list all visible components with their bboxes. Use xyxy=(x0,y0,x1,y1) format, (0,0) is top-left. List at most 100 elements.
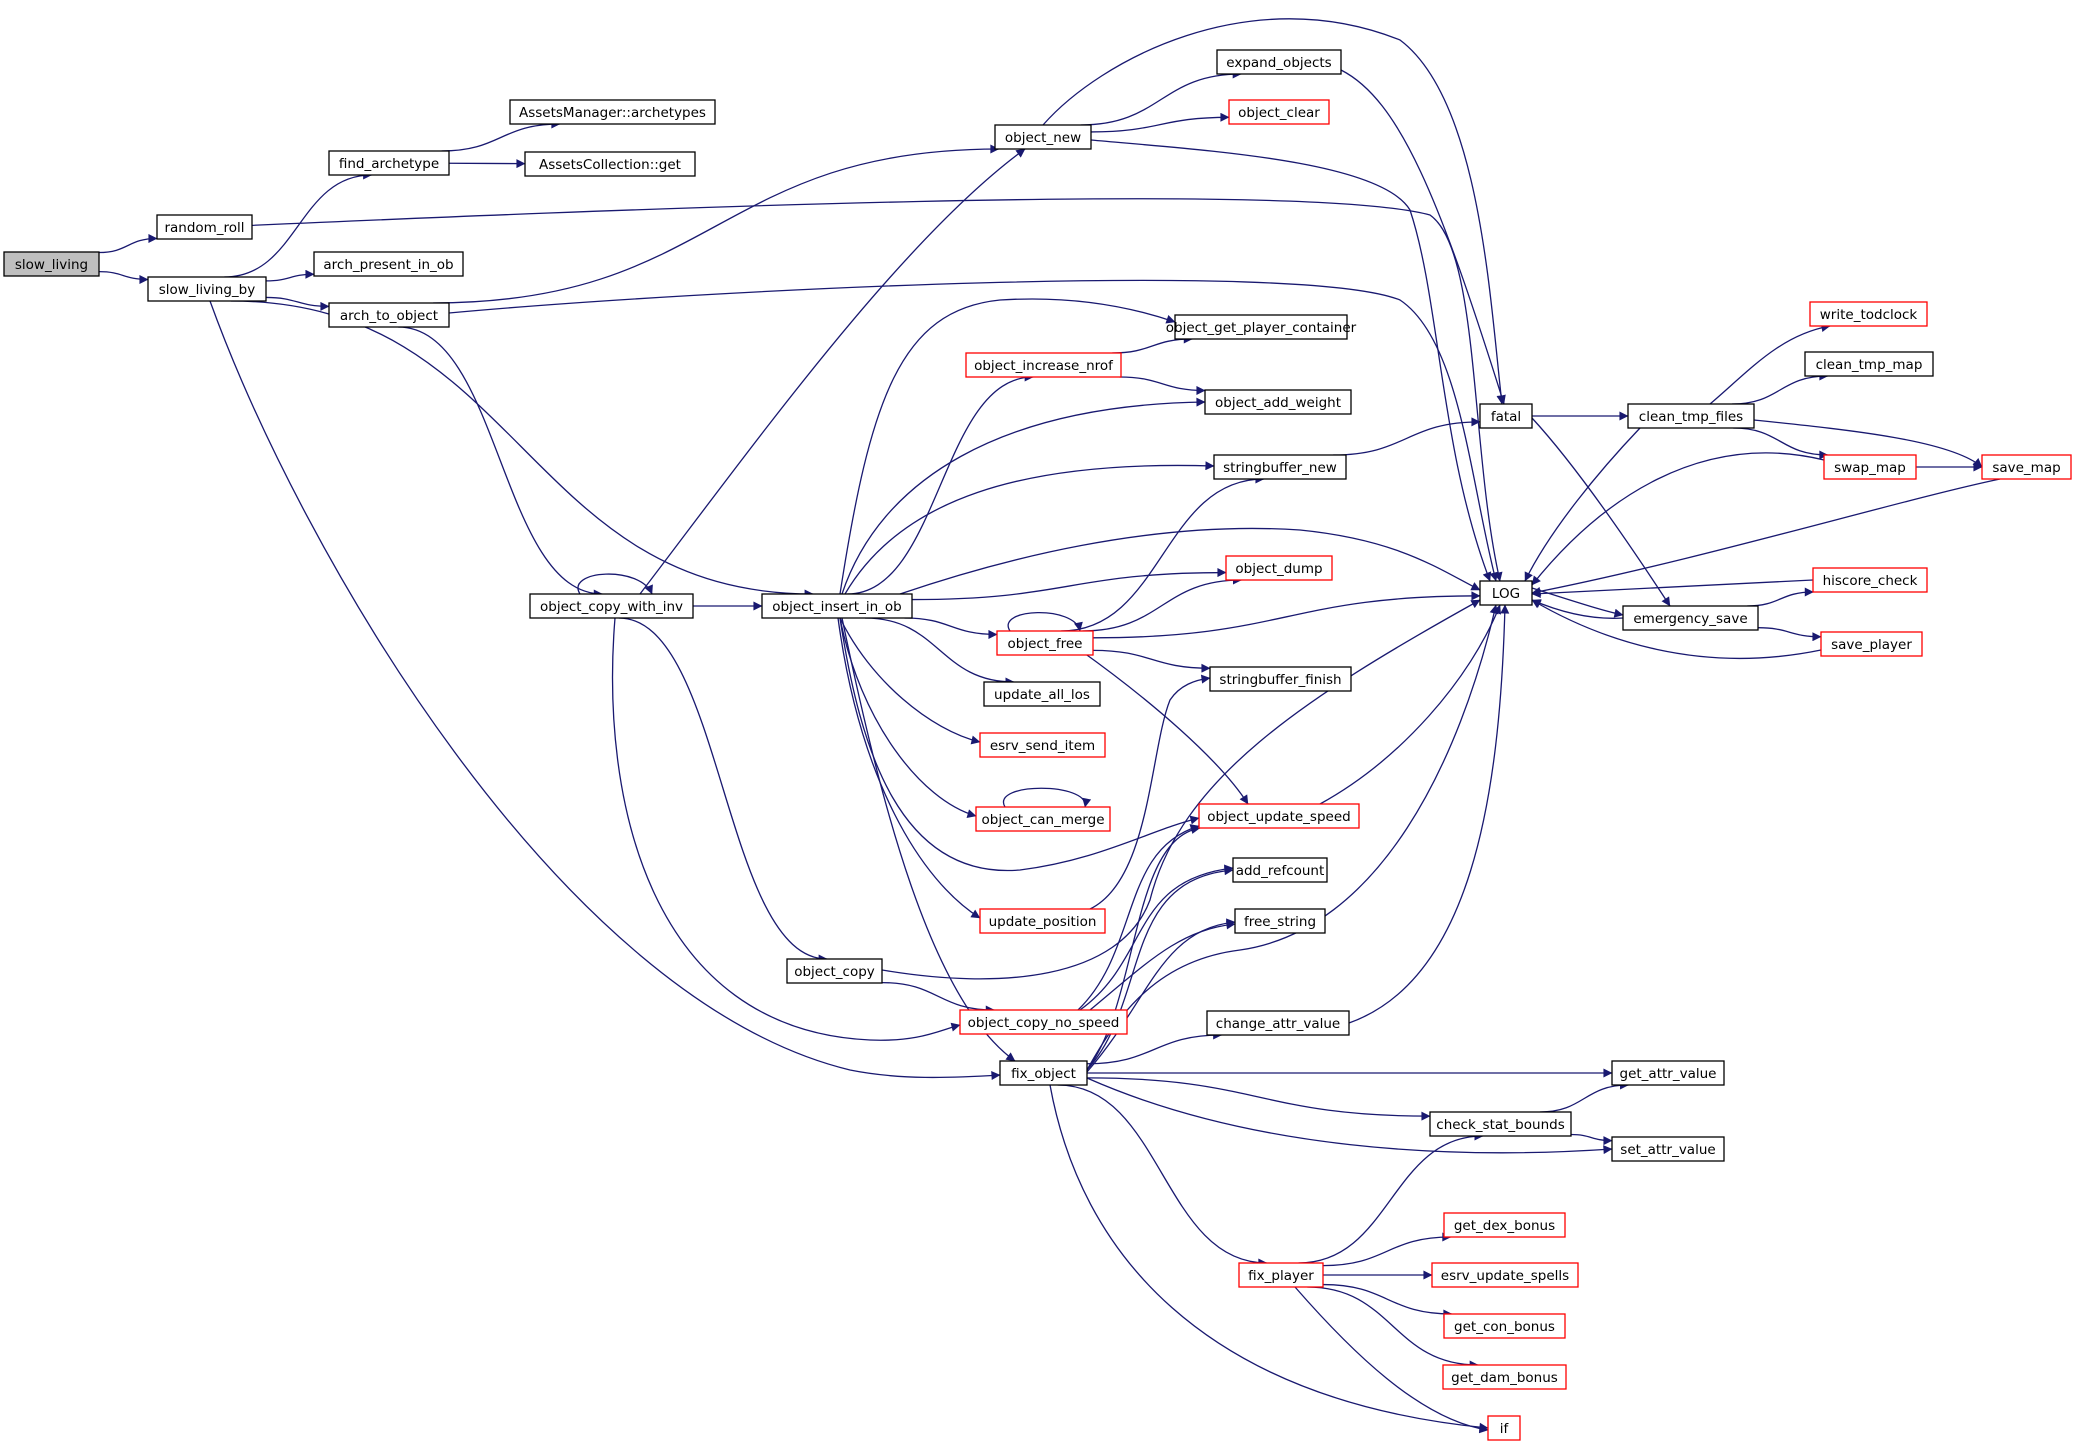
node-box xyxy=(1213,454,1347,480)
edge-arch-to-object-to-LOG xyxy=(448,279,1499,582)
node-box xyxy=(1232,857,1328,883)
node-object-insert-in-ob[interactable]: object_insert_in_ob xyxy=(761,593,913,619)
edge-update-position-to-stringbuffer-finish xyxy=(1089,674,1211,910)
node-assets-get[interactable]: AssetsCollection::get xyxy=(524,151,696,177)
node-stringbuffer-new[interactable]: stringbuffer_new xyxy=(1213,454,1347,480)
node-hiscore-check[interactable]: hiscore_check xyxy=(1812,567,1928,593)
node-slow-living[interactable]: slow_living xyxy=(3,251,100,277)
node-label: free_string xyxy=(1244,914,1316,930)
node-object-get-player-container[interactable]: object_get_player_container xyxy=(1166,314,1357,340)
edge-object-new-to-object-clear xyxy=(1090,112,1230,133)
node-label: object_increase_nrof xyxy=(974,358,1114,374)
edge-fix-player-to-if xyxy=(1294,1286,1489,1434)
node-label: arch_to_object xyxy=(340,308,438,324)
node-LOG[interactable]: LOG xyxy=(1479,580,1533,606)
node-fatal[interactable]: fatal xyxy=(1479,403,1533,429)
edge-fix-object-to-set-attr-value xyxy=(1086,1077,1613,1155)
node-object-update-speed[interactable]: object_update_speed xyxy=(1198,803,1360,829)
node-fix-object[interactable]: fix_object xyxy=(999,1060,1088,1086)
node-change-attr-value[interactable]: change_attr_value xyxy=(1206,1010,1350,1036)
node-box xyxy=(1443,1212,1566,1238)
node-label: check_stat_bounds xyxy=(1436,1117,1564,1133)
node-get-con-bonus[interactable]: get_con_bonus xyxy=(1443,1313,1566,1339)
edge-clean-tmp-files-to-clean-tmp-map xyxy=(1732,371,1829,405)
node-box xyxy=(509,99,716,125)
node-update-all-los[interactable]: update_all_los xyxy=(983,681,1101,707)
node-object-copy-with-inv[interactable]: object_copy_with_inv xyxy=(529,593,694,619)
node-label: find_archetype xyxy=(339,156,439,172)
node-update-position[interactable]: update_position xyxy=(979,908,1106,934)
node-add-refcount[interactable]: add_refcount xyxy=(1232,857,1328,883)
edge-object-copy-with-inv-to-object-new xyxy=(639,148,1026,595)
node-box xyxy=(1627,403,1755,429)
node-box xyxy=(1479,403,1533,429)
edge-object-insert-in-ob-to-object-get-player-container xyxy=(839,298,1176,595)
node-label: emergency_save xyxy=(1633,611,1747,627)
node-find-archetype[interactable]: find_archetype xyxy=(328,150,450,176)
node-save-map[interactable]: save_map xyxy=(1981,454,2072,480)
node-object-free[interactable]: object_free xyxy=(996,630,1094,656)
edge-slow-living-by-to-find-archetype xyxy=(224,170,373,278)
node-esrv-send-item[interactable]: esrv_send_item xyxy=(979,732,1106,758)
node-label: object_copy_no_speed xyxy=(968,1015,1120,1031)
edge-save-map-to-LOG xyxy=(1531,478,2001,596)
node-clean-tmp-files[interactable]: clean_tmp_files xyxy=(1627,403,1755,429)
node-label: if xyxy=(1500,1421,1510,1437)
node-save-player[interactable]: save_player xyxy=(1820,631,1923,657)
node-swap-map[interactable]: swap_map xyxy=(1823,454,1917,480)
node-box xyxy=(1611,1060,1725,1086)
node-object-dump[interactable]: object_dump xyxy=(1225,555,1333,581)
edge-clean-tmp-files-to-save-map xyxy=(1753,419,1983,468)
node-expand-objects[interactable]: expand_objects xyxy=(1216,49,1342,75)
node-get-attr-value[interactable]: get_attr_value xyxy=(1611,1060,1725,1086)
node-free-string[interactable]: free_string xyxy=(1234,908,1326,934)
edge-object-copy-to-LOG xyxy=(881,599,1481,980)
node-clean-tmp-map[interactable]: clean_tmp_map xyxy=(1804,351,1934,377)
edge-object-free-to-stringbuffer-new xyxy=(1061,474,1265,632)
node-label: set_attr_value xyxy=(1620,1142,1715,1158)
node-set-attr-value[interactable]: set_attr_value xyxy=(1611,1136,1725,1162)
node-box xyxy=(1209,666,1352,692)
node-object-increase-nrof[interactable]: object_increase_nrof xyxy=(965,352,1122,378)
node-label: update_all_los xyxy=(994,687,1090,703)
node-random-roll[interactable]: random_roll xyxy=(156,214,253,240)
node-box xyxy=(1487,1415,1521,1441)
node-get-dex-bonus[interactable]: get_dex_bonus xyxy=(1443,1212,1566,1238)
node-check-stat-bounds[interactable]: check_stat_bounds xyxy=(1429,1111,1572,1137)
node-object-copy-no-speed[interactable]: object_copy_no_speed xyxy=(959,1009,1128,1035)
node-object-clear[interactable]: object_clear xyxy=(1228,99,1330,125)
node-box xyxy=(1228,99,1330,125)
edge-expand-objects-to-fatal xyxy=(1340,69,1506,405)
node-emergency-save[interactable]: emergency_save xyxy=(1622,605,1759,631)
node-label: save_map xyxy=(1992,460,2060,476)
node-object-new[interactable]: object_new xyxy=(994,124,1092,150)
node-object-can-merge[interactable]: object_can_merge xyxy=(975,806,1111,832)
node-get-dam-bonus[interactable]: get_dam_bonus xyxy=(1442,1364,1567,1390)
edge-object-copy-no-speed-to-free-string xyxy=(1089,920,1236,1011)
edge-object-new-to-fatal xyxy=(1042,18,1506,405)
node-if[interactable]: if xyxy=(1487,1415,1521,1441)
node-stringbuffer-finish[interactable]: stringbuffer_finish xyxy=(1209,666,1352,692)
edge-clean-tmp-files-to-swap-map xyxy=(1733,427,1829,460)
node-slow-living-by[interactable]: slow_living_by xyxy=(147,276,267,302)
edge-object-copy-to-object-copy-no-speed xyxy=(881,981,995,1015)
node-label: stringbuffer_new xyxy=(1223,460,1337,476)
node-assets-archetypes[interactable]: AssetsManager::archetypes xyxy=(509,99,716,125)
node-object-add-weight[interactable]: object_add_weight xyxy=(1204,389,1352,415)
node-arch-to-object[interactable]: arch_to_object xyxy=(328,302,450,328)
node-label: object_clear xyxy=(1238,105,1320,121)
node-box xyxy=(328,150,450,176)
node-arch-present-in-ob[interactable]: arch_present_in_ob xyxy=(313,251,464,277)
node-object-copy[interactable]: object_copy xyxy=(786,958,883,984)
edge-fix-player-to-get-dam-bonus xyxy=(1307,1286,1479,1370)
edge-arch-to-object-to-object-new xyxy=(433,144,1000,304)
edge-slow-living-to-random-roll xyxy=(98,233,158,254)
node-box xyxy=(1809,301,1928,327)
edge-object-insert-in-ob-to-object-update-speed xyxy=(839,617,1200,872)
edge-object-insert-in-ob-to-stringbuffer-new xyxy=(844,461,1215,595)
node-esrv-update-spells[interactable]: esrv_update_spells xyxy=(1431,1262,1579,1288)
edge-object-insert-in-ob-to-update-all-los xyxy=(864,617,1015,687)
edge-fix-object-to-object-update-speed xyxy=(1086,825,1201,1071)
node-write-todclock[interactable]: write_todclock xyxy=(1809,301,1928,327)
node-fix-player[interactable]: fix_player xyxy=(1238,1262,1324,1288)
